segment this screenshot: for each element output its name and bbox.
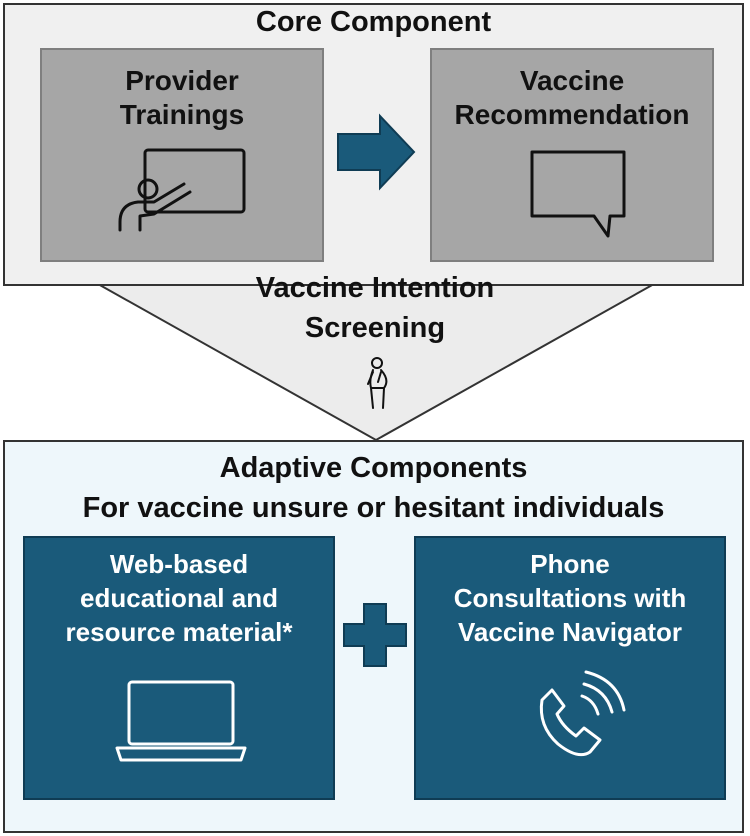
- core-component-title: Core Component: [255, 6, 492, 38]
- adaptive-title-line2: For vaccine unsure or hesitant individua…: [82, 492, 665, 524]
- web-based-label-line3: resource material*: [65, 617, 293, 647]
- plus-icon: [343, 603, 407, 667]
- provider-trainings-label-line1: Provider: [125, 65, 239, 96]
- presentation-board-icon: [118, 148, 246, 232]
- laptop-icon: [115, 680, 247, 762]
- vaccine-recommendation-label-line2: Recommendation: [454, 99, 690, 130]
- vaccine-recommendation-box: Vaccine Recommendation: [430, 48, 714, 262]
- adaptive-title-line1: Adaptive Components: [219, 452, 528, 484]
- screening-title-line2: Screening: [304, 312, 446, 344]
- speech-bubble-icon: [530, 150, 626, 238]
- screening-title-line1: Vaccine Intention: [255, 272, 495, 304]
- web-based-label-line1: Web-based: [109, 549, 249, 579]
- phone-consultations-label-line3: Vaccine Navigator: [458, 617, 682, 647]
- phone-consultations-label-line1: Phone: [530, 549, 610, 579]
- web-based-material-box: Web-based educational and resource mater…: [23, 536, 335, 800]
- arrow-right-icon: [337, 113, 416, 191]
- vaccine-recommendation-label-line1: Vaccine: [519, 65, 625, 96]
- pregnant-person-icon: [367, 357, 388, 409]
- provider-trainings-box: Provider Trainings: [40, 48, 324, 262]
- web-based-label-line2: educational and: [80, 583, 278, 613]
- phone-consultations-label-line2: Consultations with: [453, 583, 687, 613]
- provider-trainings-label-line2: Trainings: [119, 99, 245, 130]
- phone-ringing-icon: [539, 670, 626, 757]
- phone-consultations-box: Phone Consultations with Vaccine Navigat…: [414, 536, 726, 800]
